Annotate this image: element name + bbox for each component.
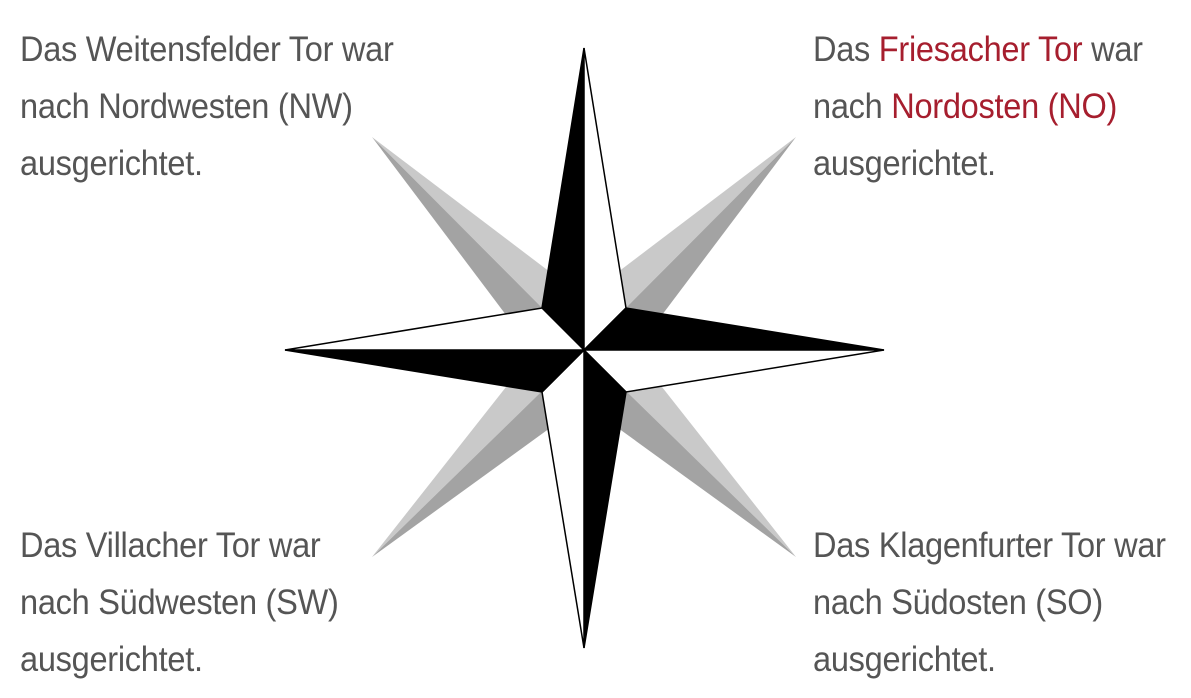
nw-point-dark [372,137,584,350]
south-point-left [541,348,585,649]
sw-line-2: nach Südwesten (SW) [20,583,339,622]
west-point-bottom [284,349,586,393]
no-direction-highlight: Nordosten (NO) [891,87,1118,126]
no-line-1-suffix: war [1082,30,1143,69]
so-point-dark [584,350,796,557]
no-gate-name-highlight: Friesacher Tor [878,30,1083,69]
so-line-3: ausgerichtet. [813,640,996,679]
north-point-left [541,47,585,352]
east-point-bottom [582,349,885,393]
nw-gate-label: Das Weitensfelder Tor war nach Nordweste… [20,21,394,192]
sw-point-dark [372,350,584,557]
no-line-3: ausgerichtet. [813,144,996,183]
sw-line-3: ausgerichtet. [20,640,203,679]
no-gate-label: Das Friesacher Tor war nach Nordosten (N… [813,21,1143,192]
west-point-top [284,307,586,351]
no-line-1: Das Friesacher Tor war [813,21,1143,78]
nw-line-3: ausgerichtet. [20,144,203,183]
sw-gate-label: Das Villacher Tor war nach Südwesten (SW… [20,517,339,688]
no-point-dark [584,137,796,350]
so-line-2: nach Südosten (SO) [813,583,1103,622]
nw-line-1: Das Weitensfelder Tor war [20,30,394,69]
cardinal-points [284,47,885,649]
east-point-top [582,307,885,351]
no-line-2-prefix: nach [813,87,892,126]
sw-line-1: Das Villacher Tor war [20,526,321,565]
nw-line-2: nach Nordwesten (NW) [20,87,353,126]
so-line-1: Das Klagenfurter Tor war [813,526,1166,565]
no-line-1-prefix: Das [813,30,879,69]
no-line-2: nach Nordosten (NO) [813,78,1143,135]
diagonal-points [372,137,796,557]
so-gate-label: Das Klagenfurter Tor war nach Südosten (… [813,517,1166,688]
south-point-right [583,348,627,649]
north-point-right [583,47,627,352]
